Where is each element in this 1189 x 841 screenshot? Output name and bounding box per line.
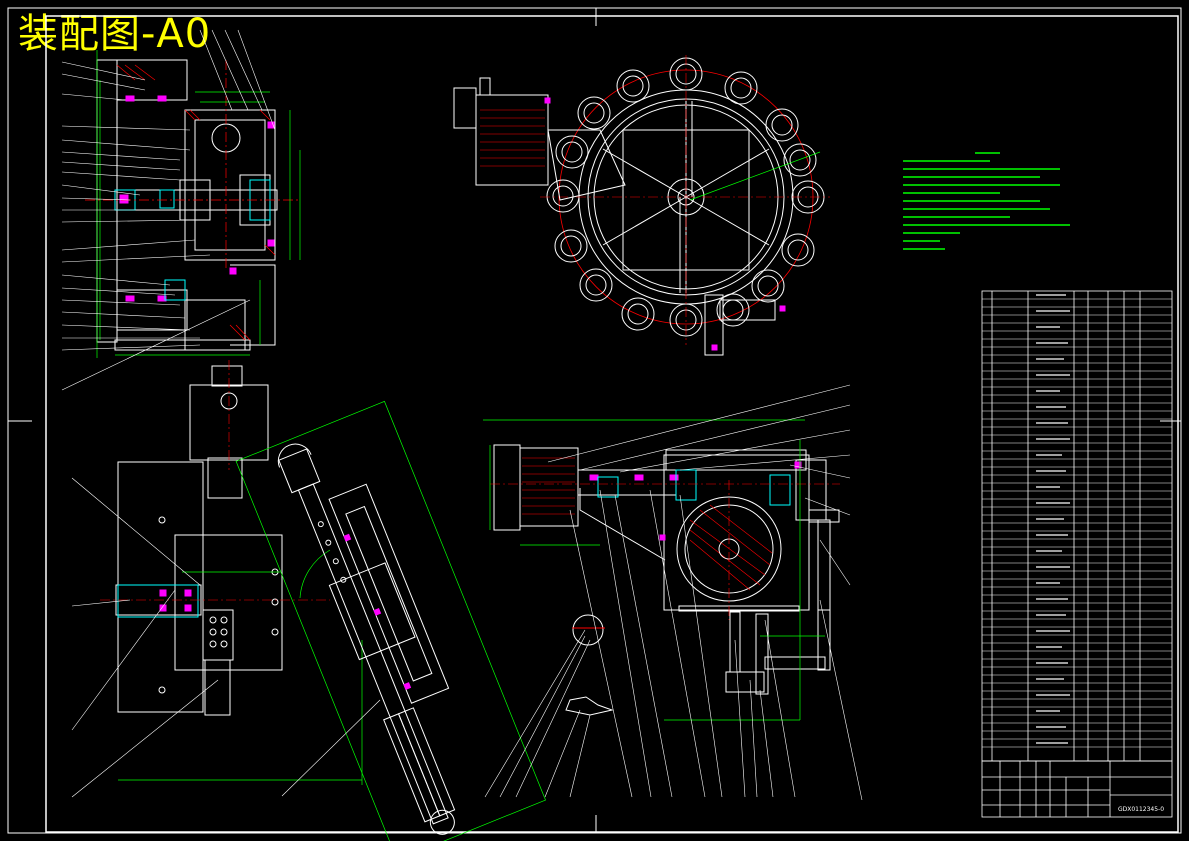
sheet-border: [7, 7, 1182, 834]
cylinder-assembly-view: [71, 360, 363, 798]
rotary-wheel-view: [453, 55, 830, 356]
parts-list-table: [981, 290, 1173, 762]
technical-notes: [903, 152, 1070, 250]
side-section-view: [61, 29, 301, 391]
drawing-number: GDX0112345-0: [1118, 806, 1164, 813]
title-block: [981, 760, 1173, 818]
drawing-title: 装配图-A0: [18, 11, 212, 57]
rotated-arm-view: [235, 400, 546, 841]
drive-section-view: [483, 384, 863, 801]
